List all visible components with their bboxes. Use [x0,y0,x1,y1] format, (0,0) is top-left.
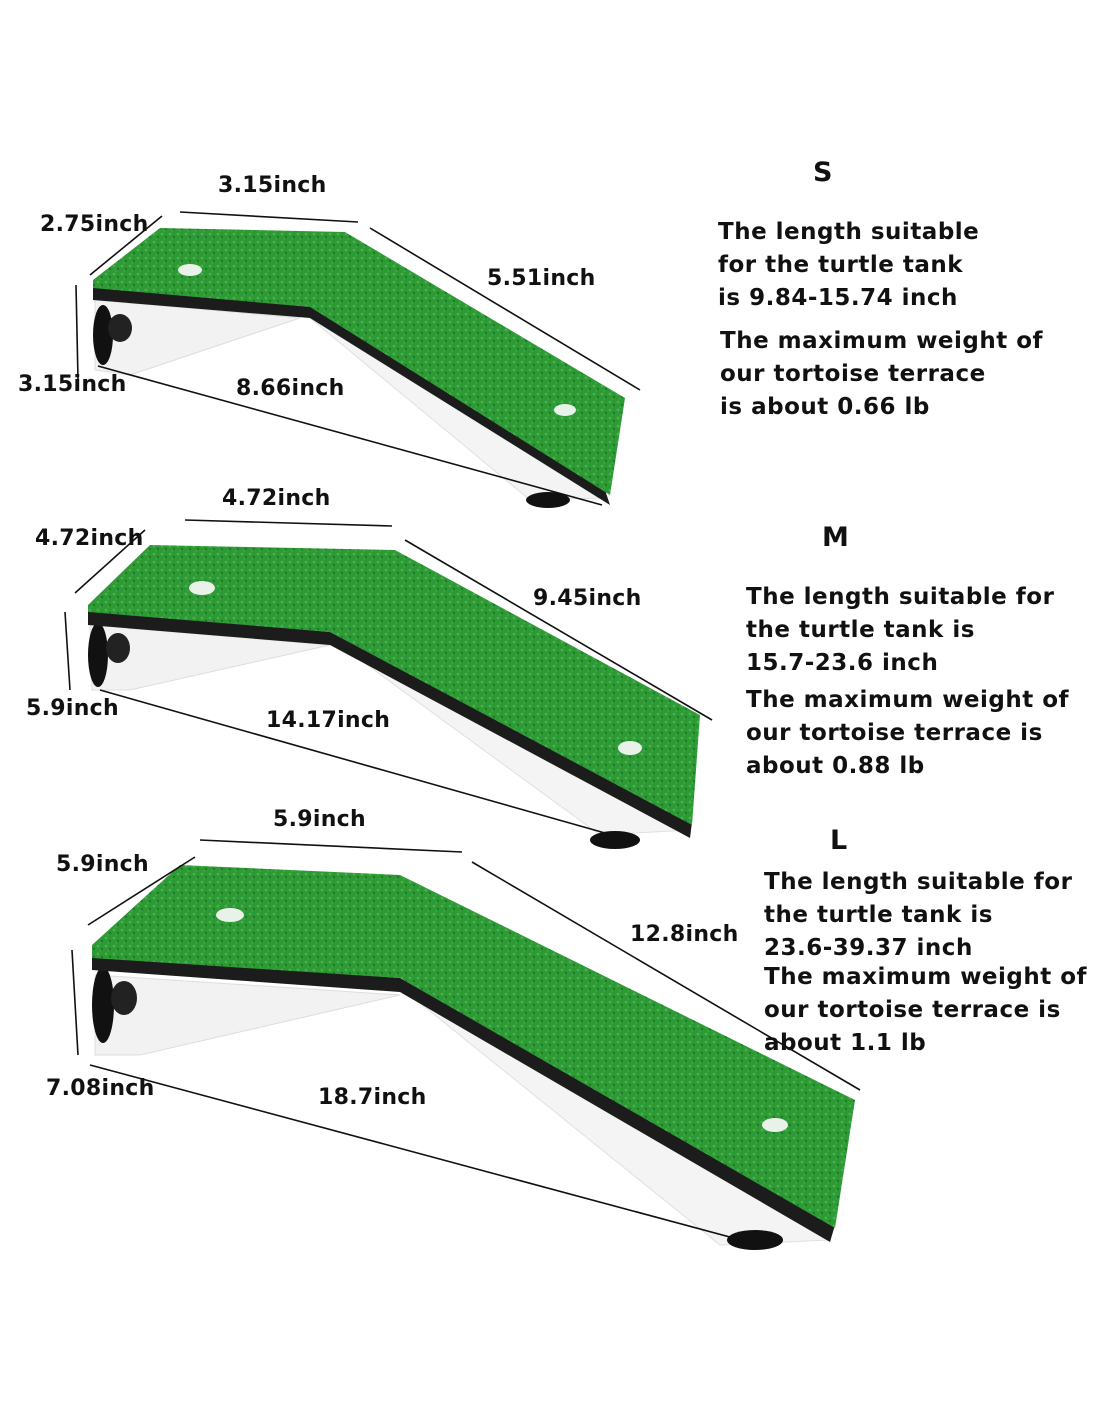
text-line: our tortoise terrace is [764,997,1061,1023]
hole [189,581,215,595]
grass-surface [92,865,855,1228]
text-line: The length suitable [718,219,980,245]
tank-length-m: The length suitable for the turtle tank … [746,581,1054,680]
text-line: our tortoise terrace [720,361,986,387]
suction-cup-icon [93,305,113,365]
dim-top-m: 4.72inch [222,486,331,511]
suction-cup-icon [111,981,137,1015]
text-line: 23.6-39.37 inch [764,935,973,961]
max-weight-l: The maximum weight of our tortoise terra… [764,961,1087,1060]
dim-length-m: 14.17inch [266,708,391,733]
dim-slope-l: 12.8inch [630,922,739,947]
hole [554,404,576,416]
size-label-s: S [813,157,833,188]
dim-width-s: 2.75inch [40,212,149,237]
grass-surface [93,228,625,495]
dimension-lines-s [75,211,641,506]
hole [762,1118,788,1132]
text-line: about 1.1 lb [764,1030,927,1056]
dim-height-m: 5.9inch [26,696,119,721]
text-line: our tortoise terrace is [746,720,1043,746]
text-line: about 0.88 lb [746,753,925,779]
suction-cup-icon [727,1230,783,1250]
size-label-m: M [822,522,849,553]
dim-top-l: 5.9inch [273,807,366,832]
hole [216,908,244,922]
dim-height-l: 7.08inch [46,1076,155,1101]
dim-slope-m: 9.45inch [533,586,642,611]
size-label-l: L [830,825,848,856]
dimension-lines-m [64,519,713,836]
suction-cup-icon [88,623,108,687]
text-line: the turtle tank is [746,617,975,643]
text-line: The length suitable for [746,584,1055,610]
tank-length-l: The length suitable for the turtle tank … [764,866,1072,965]
suction-cup-icon [108,314,132,342]
dim-width-m: 4.72inch [35,526,144,551]
hole [178,264,202,276]
max-weight-s: The maximum weight of our tortoise terra… [720,325,1043,424]
suction-cup-icon [92,967,114,1043]
hole [618,741,642,755]
dim-top-s: 3.15inch [218,173,327,198]
text-line: The maximum weight of [764,964,1088,990]
suction-cup-icon [106,633,130,663]
max-weight-m: The maximum weight of our tortoise terra… [746,684,1069,783]
text-line: The maximum weight of [746,687,1070,713]
text-line: for the turtle tank [718,252,964,278]
ramp-m [88,545,700,849]
text-line: is 9.84-15.74 inch [718,285,958,311]
dim-width-l: 5.9inch [56,852,149,877]
text-line: The maximum weight of [720,328,1044,354]
suction-cup-icon [590,831,640,849]
suction-cup-icon [526,492,570,508]
text-line: 15.7-23.6 inch [746,650,939,676]
grass-surface [88,545,700,825]
ramp-l [92,865,855,1250]
tank-length-s: The length suitable for the turtle tank … [718,216,979,315]
ramp-s [93,228,625,508]
dim-length-s: 8.66inch [236,376,345,401]
dimension-lines-l [71,839,861,1248]
dim-slope-s: 5.51inch [487,266,596,291]
text-line: The length suitable for [764,869,1073,895]
dim-height-s: 3.15inch [18,372,127,397]
dim-length-l: 18.7inch [318,1085,427,1110]
text-line: is about 0.66 lb [720,394,930,420]
text-line: the turtle tank is [764,902,993,928]
